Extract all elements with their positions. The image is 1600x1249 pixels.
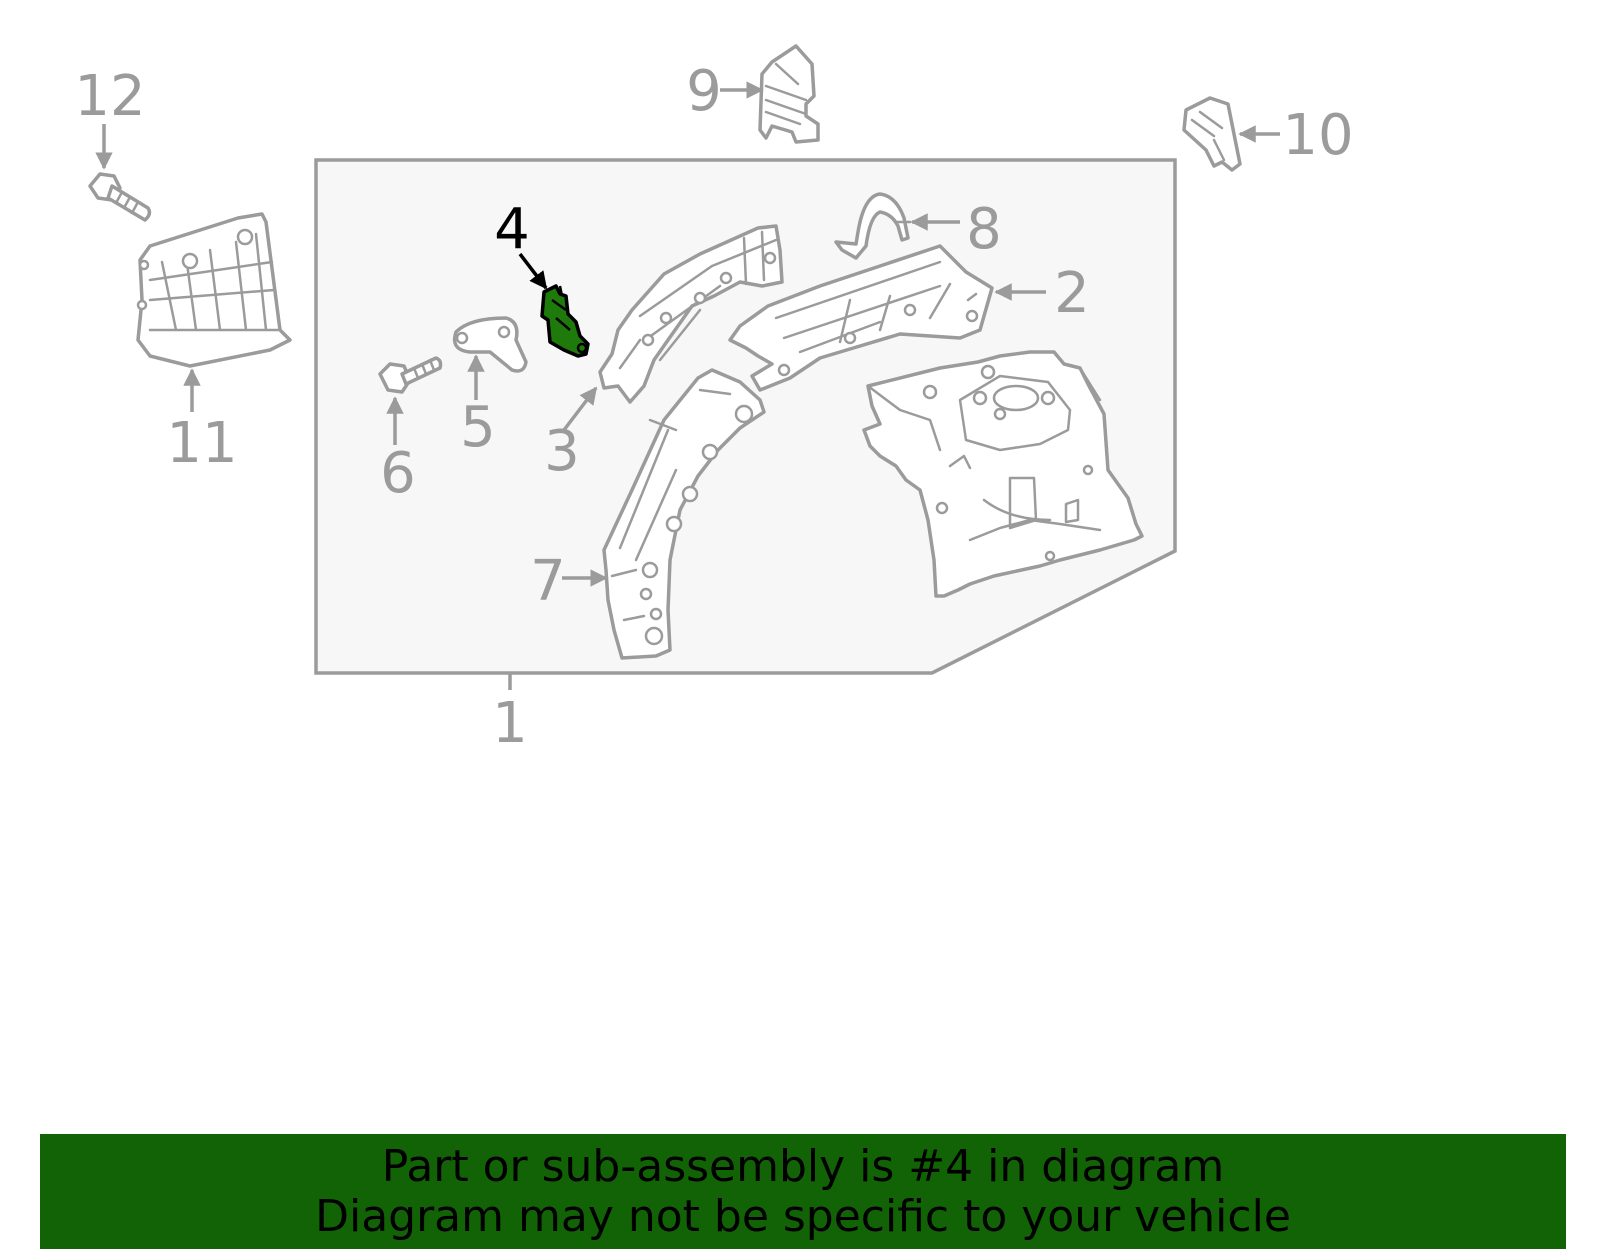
- callout-5: 5: [460, 395, 496, 460]
- callout-2: 2: [1054, 261, 1090, 326]
- wheelhouse-panel: [862, 350, 1144, 598]
- info-banner: Part or sub-assembly is #4 in diagram Di…: [40, 1134, 1566, 1249]
- part-2-member[interactable]: [728, 244, 994, 392]
- callout-12: 12: [74, 64, 145, 129]
- part-9-bracket[interactable]: [758, 44, 820, 144]
- part-10-bracket[interactable]: [1182, 96, 1242, 172]
- part-7-arch[interactable]: [602, 368, 766, 660]
- callout-10: 10: [1282, 103, 1353, 168]
- part-12-bolt[interactable]: [88, 172, 152, 222]
- callout-1: 1: [492, 691, 528, 756]
- callout-11: 11: [166, 411, 237, 476]
- part-3-rail[interactable]: [598, 224, 784, 404]
- banner-line-2: Diagram may not be specific to your vehi…: [315, 1190, 1291, 1242]
- callout-3: 3: [544, 419, 580, 484]
- part-4-highlighted-bracket[interactable]: [540, 284, 590, 358]
- callout-8: 8: [966, 197, 1002, 262]
- part-11-panel[interactable]: [136, 212, 292, 368]
- callout-4: 4: [494, 197, 530, 262]
- callout-9: 9: [686, 59, 722, 124]
- part-6-bolt[interactable]: [378, 356, 443, 394]
- part-8-clip[interactable]: [834, 192, 912, 260]
- callout-7: 7: [530, 549, 566, 614]
- parts-diagram: 1 2 3 4 5 6 7 8 9 10 11 12: [74, 44, 1354, 756]
- banner-line-1: Part or sub-assembly is #4 in diagram: [381, 1140, 1225, 1192]
- callout-6: 6: [380, 441, 416, 506]
- part-5-plate[interactable]: [452, 316, 528, 373]
